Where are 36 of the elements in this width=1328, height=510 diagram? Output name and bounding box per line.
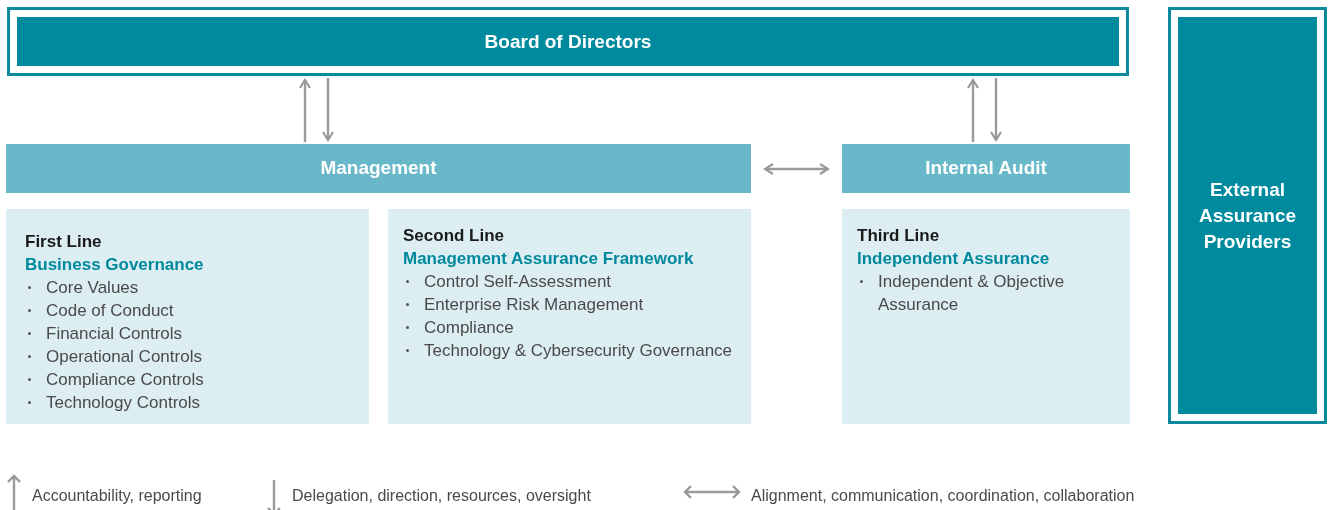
arrow: [321, 78, 335, 142]
bullet-text: Compliance Controls: [46, 369, 204, 391]
arrow: [763, 162, 830, 176]
content-panel: [6, 209, 369, 424]
bullet-text: Enterprise Risk Management: [424, 294, 644, 316]
header-bar: [6, 144, 751, 193]
bullet-text: Technology & Cybersecurity Governance: [424, 340, 733, 362]
line-heading: Third Line: [857, 225, 941, 247]
legend-text: Delegation, direction, resources, oversight: [292, 486, 591, 506]
line-subheading: Independent Assurance: [857, 248, 1051, 270]
bullet-text: Technology Controls: [46, 392, 201, 414]
header-bar: [842, 144, 1130, 193]
line-heading: First Line: [25, 231, 103, 253]
arrow: [298, 78, 312, 142]
frame-border: [1168, 7, 1327, 424]
content-panel: [388, 209, 751, 424]
line-heading: Second Line: [403, 225, 506, 247]
frame-border: [7, 7, 1129, 76]
node-title: Management: [320, 156, 437, 181]
node-title: External Assurance Providers: [1197, 177, 1298, 254]
legend-text: Accountability, reporting: [32, 486, 202, 506]
line-subheading: Management Assurance Framework: [403, 248, 695, 270]
node-title: Board of Directors: [484, 29, 652, 54]
bullet-text: Code of Conduct: [46, 300, 174, 322]
bullet-text: Core Values: [46, 277, 139, 299]
content-panel: [842, 209, 1130, 424]
arrow: [989, 78, 1003, 142]
bullet-text: Control Self-Assessment: [424, 271, 612, 293]
bullet-text: Financial Controls: [46, 323, 183, 345]
bullet-text: Independent & Objective Assurance: [878, 271, 1066, 316]
arrow: [966, 78, 980, 142]
legend-text: Alignment, communication, coordination, collaboration: [751, 486, 1135, 506]
bullet-text: Compliance: [424, 317, 514, 339]
node-title: Internal Audit: [925, 156, 1047, 181]
line-subheading: Business Governance: [25, 254, 205, 276]
bullet-text: Operational Controls: [46, 346, 202, 368]
